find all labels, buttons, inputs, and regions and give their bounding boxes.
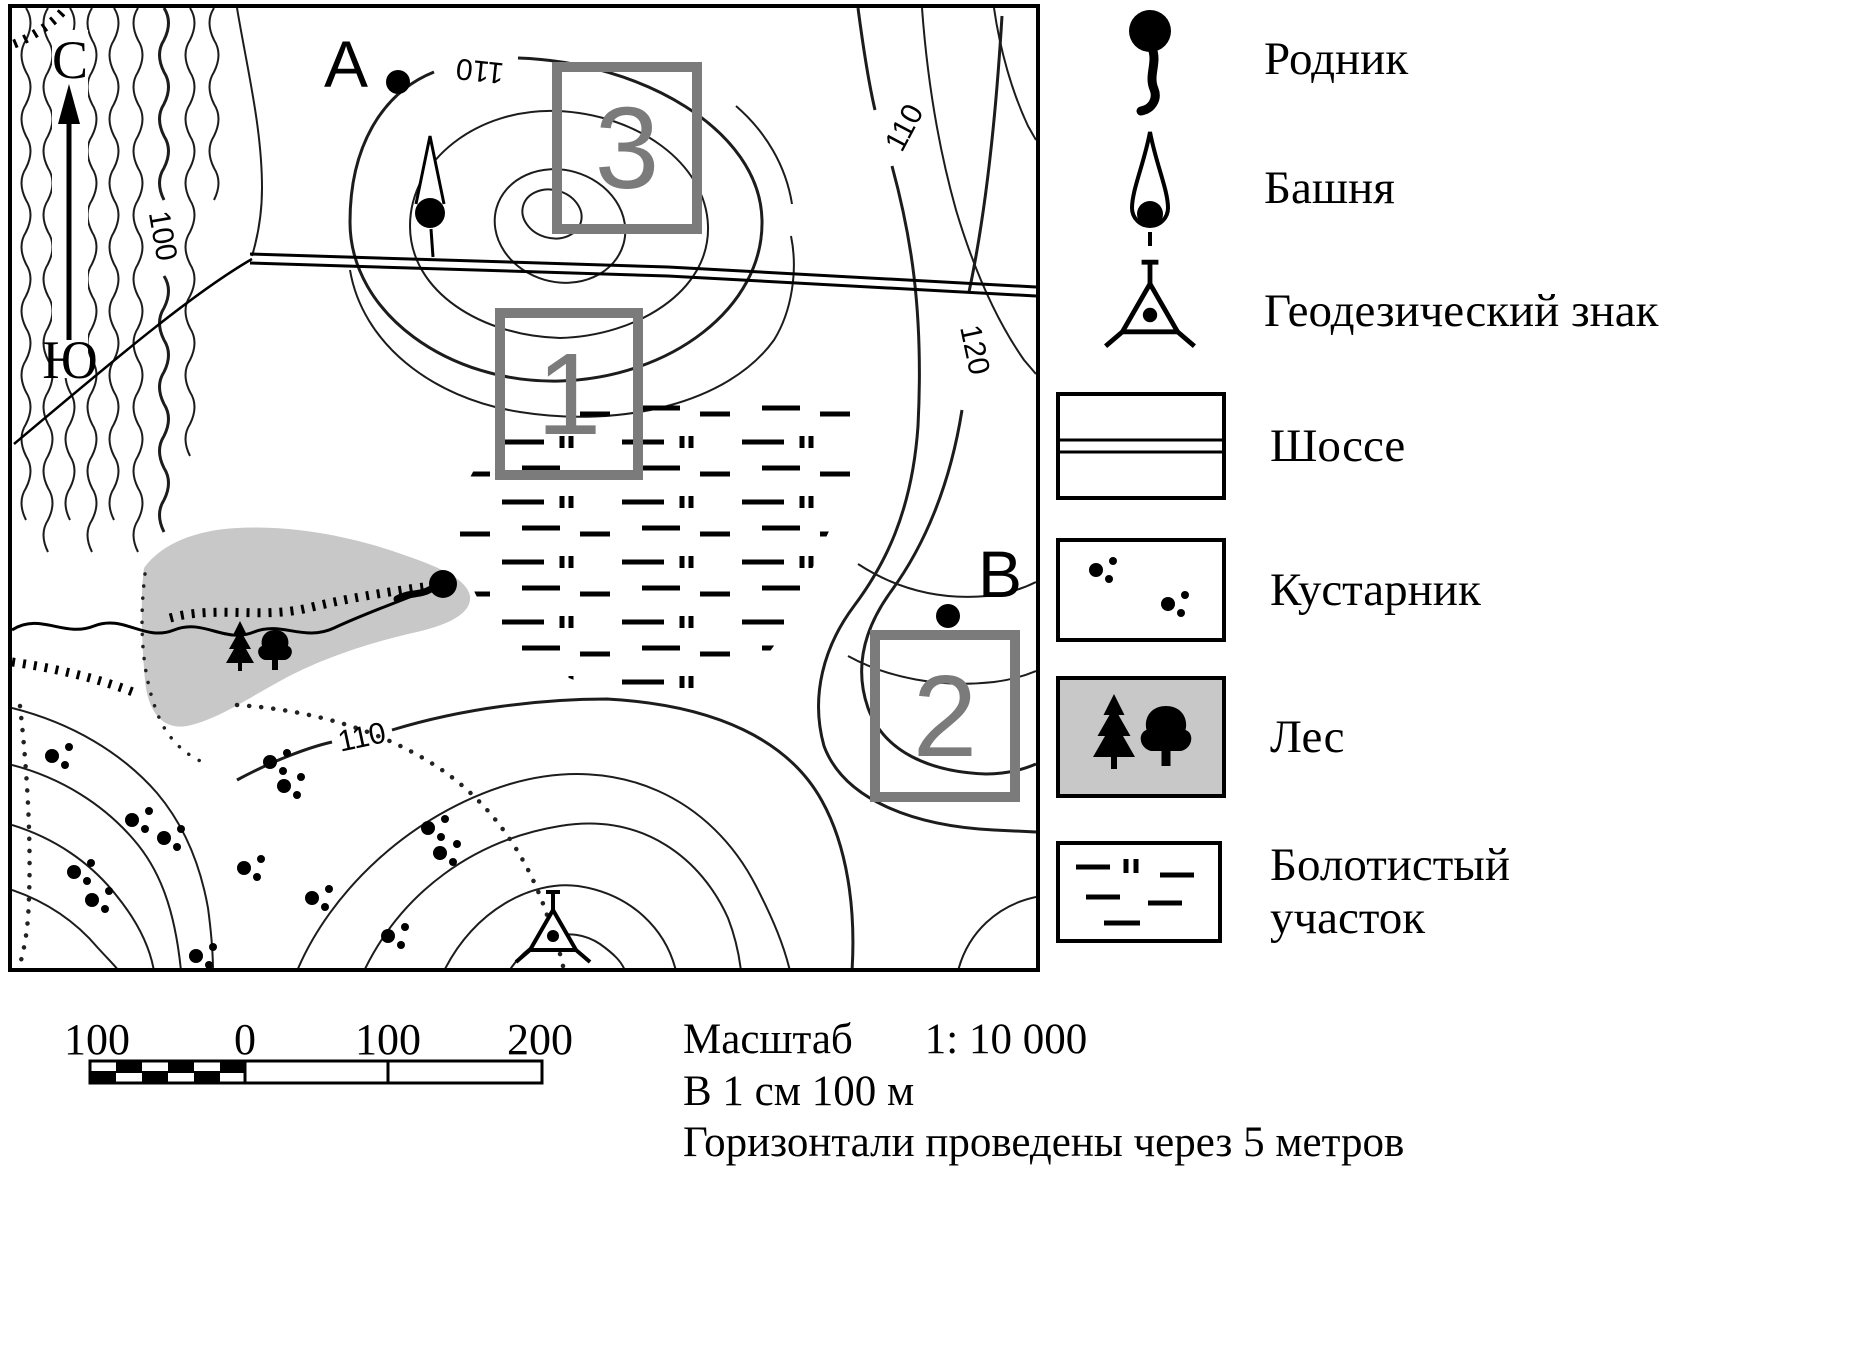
scale-bar xyxy=(88,1059,544,1085)
legend-item-spring: Родник xyxy=(1050,0,1664,118)
square-2-label: 2 xyxy=(912,651,978,781)
tower-icon xyxy=(1129,131,1171,246)
footer-scale-line: Масштаб 1: 10 000 xyxy=(683,1014,1404,1066)
legend: Родник Башня Геодезический знак xyxy=(1050,0,1870,975)
north-arrow xyxy=(52,30,88,378)
legend-label-forest: Лес xyxy=(1270,710,1345,763)
map-footer: Масштаб 1: 10 000 В 1 см 100 м Горизонтал… xyxy=(683,1014,1404,1169)
geodetic-sign-icon xyxy=(1092,253,1208,369)
scale-label-right100: 100 xyxy=(355,1015,421,1064)
scale-label-zero: 0 xyxy=(234,1015,256,1064)
scale-bar-area: 100 0 100 200 xyxy=(0,1000,700,1130)
scale-label-left100: 100 xyxy=(64,1015,130,1064)
legend-item-geodetic: Геодезический знак xyxy=(1050,252,1664,370)
legend-item-marsh: Болотистый участок xyxy=(1050,838,1670,946)
point-b-label: В xyxy=(977,537,1023,611)
spring-icon xyxy=(1129,10,1171,116)
shrub-swatch-icon xyxy=(1056,538,1226,642)
road-highway xyxy=(13,252,1036,445)
square-2: 2 xyxy=(870,630,1020,802)
square-1: 1 xyxy=(495,308,643,480)
point-a-dot xyxy=(386,70,410,94)
trail-dotted xyxy=(16,572,566,968)
legend-label-spring: Родник xyxy=(1264,32,1409,85)
footer-cm-line: В 1 см 100 м xyxy=(683,1067,915,1115)
legend-label-geodetic: Геодезический знак xyxy=(1264,284,1659,337)
legend-item-highway: Шоссе xyxy=(1050,390,1670,502)
marsh-swatch-icon xyxy=(1056,841,1222,943)
point-markers xyxy=(386,70,960,628)
compass-south-label: Ю xyxy=(42,330,98,390)
geodetic-sign xyxy=(514,890,592,964)
tower-symbol xyxy=(414,135,446,258)
highway-swatch-icon xyxy=(1056,392,1226,500)
marsh-area xyxy=(459,388,854,697)
forest-swatch-icon xyxy=(1056,676,1226,798)
contour-label-110-top: 110 xyxy=(454,51,506,90)
legend-label-tower: Башня xyxy=(1264,161,1395,214)
scale-word: Масштаб xyxy=(683,1016,853,1063)
point-b-dot xyxy=(936,604,960,628)
point-a-label: А xyxy=(323,27,369,101)
spring-symbol xyxy=(393,570,457,603)
compass-north-label: С xyxy=(51,30,89,90)
square-1-label: 1 xyxy=(536,329,602,459)
legend-item-tower: Башня xyxy=(1050,124,1664,252)
map-drawing xyxy=(12,8,1036,968)
scale-label-200: 200 xyxy=(507,1015,573,1064)
topographic-map: С Ю А В 100 110 110 120 110 3 1 2 xyxy=(8,4,1040,972)
scale-ratio: 1: 10 000 xyxy=(924,1016,1088,1063)
forest-area xyxy=(141,527,471,727)
ravine-hachures xyxy=(12,8,425,699)
square-3-label: 3 xyxy=(594,83,660,213)
legend-label-shrub: Кустарник xyxy=(1270,563,1481,616)
shrub-symbols xyxy=(45,743,461,968)
square-3: 3 xyxy=(552,62,702,234)
legend-label-highway: Шоссе xyxy=(1270,419,1406,472)
footer-contour-line: Горизонтали проведены через 5 метров xyxy=(683,1119,1405,1167)
legend-label-marsh: Болотистый участок xyxy=(1270,839,1511,944)
legend-item-shrub: Кустарник xyxy=(1050,536,1670,644)
legend-item-forest: Лес xyxy=(1050,674,1670,800)
contour-lines xyxy=(12,8,1036,968)
